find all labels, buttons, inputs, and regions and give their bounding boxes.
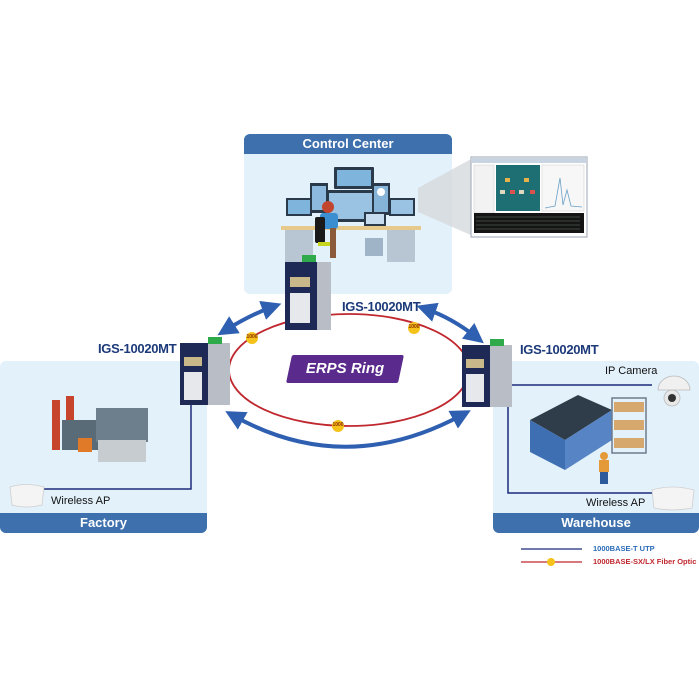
switch-top-label: IGS-10020MT [342,299,421,314]
switch-left-device [180,337,230,405]
fiber-dot-bottom-label: 1000 [332,422,344,428]
switch-top-device [285,255,331,330]
fiber-dot-left-label: 1000 [246,334,258,340]
switch-right-device [462,339,512,407]
warehouse-title: Warehouse [493,513,699,533]
legend-utp-label: 1000BASE-T UTP [593,544,655,553]
switch-right-label: IGS-10020MT [520,342,599,357]
projection-beam [418,158,473,236]
fiber-dot-bottom [332,420,344,432]
monitoring-screen [470,156,588,238]
ip-camera-label: IP Camera [605,365,658,377]
switch-left-label: IGS-10020MT [98,341,177,356]
erps-ring-label: ERPS Ring [305,360,385,377]
legend-fiber-dot [547,558,555,566]
link-arrow-left-right [225,410,471,449]
factory-wireless-ap-label: Wireless AP [51,495,111,507]
ip-camera-icon [657,375,691,407]
link-arrow-left-top [217,301,282,336]
erps-ring-badge: ERPS Ring [286,355,404,383]
fiber-dot-left [246,332,258,344]
factory-wireless-ap-icon [9,484,45,508]
control-center-title: Control Center [244,134,452,154]
warehouse-wireless-ap-label: Wireless AP [586,497,646,509]
factory-title: Factory [0,513,207,533]
factory-illustration [52,396,148,462]
warehouse-illustration [530,395,647,484]
warehouse-wireless-ap-icon [651,486,695,511]
control-center-illustration [281,167,421,262]
fiber-dot-right-label: 1000 [408,324,420,330]
utp-line-factory-ap [44,400,192,490]
utp-line-warehouse-ap [507,395,655,494]
fiber-dot-right [408,322,420,334]
link-arrow-top-right [416,302,484,344]
legend-fiber-label: 1000BASE-SX/LX Fiber Optic [593,557,697,566]
